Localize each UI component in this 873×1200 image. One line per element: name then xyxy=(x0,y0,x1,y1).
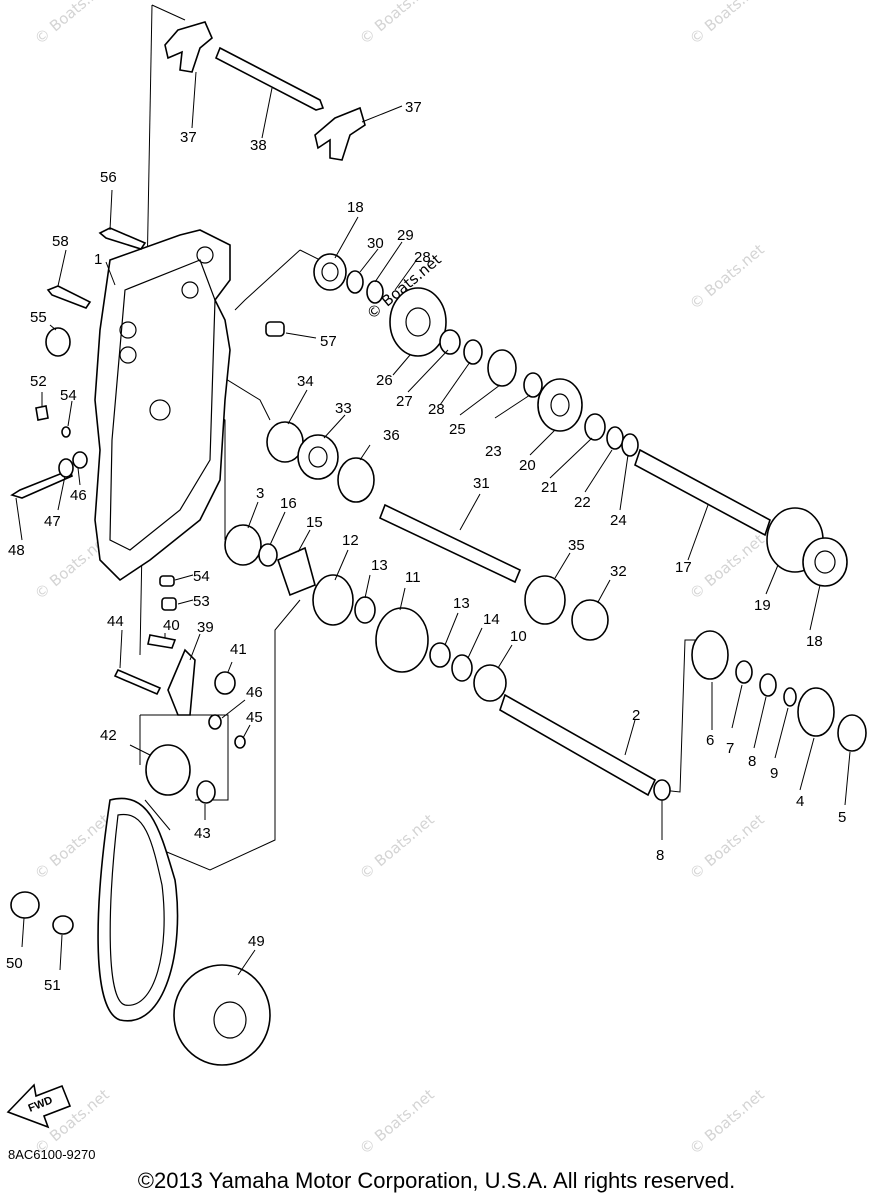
callout-15: 15 xyxy=(306,514,323,531)
callout-49: 49 xyxy=(248,933,265,950)
callout-47: 47 xyxy=(44,513,61,530)
watermark: © Boats.net xyxy=(686,240,768,313)
callout-42: 42 xyxy=(100,727,117,744)
gear-train xyxy=(224,253,867,801)
callout-37: 37 xyxy=(180,129,197,146)
watermark: © Boats.net xyxy=(686,0,768,48)
callout-53: 53 xyxy=(193,593,210,610)
watermark: © Boats.net xyxy=(356,810,438,883)
copyright-notice: ©2013 Yamaha Motor Corporation, U.S.A. A… xyxy=(137,1168,736,1193)
callout-12: 12 xyxy=(342,532,359,549)
callout-55: 55 xyxy=(30,309,47,326)
callout-7: 7 xyxy=(726,740,734,757)
callout-20: 20 xyxy=(519,457,536,474)
callout-51: 51 xyxy=(44,977,61,994)
callout-24: 24 xyxy=(610,512,627,529)
callout-29: 29 xyxy=(397,227,414,244)
callout-41: 41 xyxy=(230,641,247,658)
callout-54: 54 xyxy=(193,568,210,585)
callout-17: 17 xyxy=(675,559,692,576)
callout-54: 54 xyxy=(60,387,77,404)
callout-4: 4 xyxy=(796,793,804,810)
callout-32: 32 xyxy=(610,563,627,580)
callouts: 37 38 37 56 58 1 18 30 29 28 55 57 52 54… xyxy=(6,99,846,994)
callout-43: 43 xyxy=(194,825,211,842)
callout-46: 46 xyxy=(246,684,263,701)
callout-28: 28 xyxy=(428,401,445,418)
callout-25: 25 xyxy=(449,421,466,438)
callout-16: 16 xyxy=(280,495,297,512)
callout-45: 45 xyxy=(246,709,263,726)
callout-33: 33 xyxy=(335,400,352,417)
callout-19: 19 xyxy=(754,597,771,614)
diagram-code: 8AC6100-9270 xyxy=(8,1147,96,1162)
callout-5: 5 xyxy=(838,809,846,826)
shift-fork-shaft xyxy=(214,46,325,111)
callout-48: 48 xyxy=(8,542,25,559)
callout-10: 10 xyxy=(510,628,527,645)
callout-11: 11 xyxy=(405,569,421,586)
watermark: © Boats.net xyxy=(686,530,768,603)
watermark: © Boats.net xyxy=(686,810,768,883)
callout-1: 1 xyxy=(94,251,102,268)
callout-26: 26 xyxy=(376,372,393,389)
shift-fork-upper xyxy=(164,21,213,73)
callout-50: 50 xyxy=(6,955,23,972)
callout-13: 13 xyxy=(453,595,470,612)
callout-31: 31 xyxy=(473,475,490,492)
callout-8: 8 xyxy=(656,847,664,864)
callout-46: 46 xyxy=(70,487,87,504)
callout-34: 34 xyxy=(297,373,314,390)
watermark: © Boats.net xyxy=(356,1085,438,1158)
callout-52: 52 xyxy=(30,373,47,390)
watermark: © Boats.net xyxy=(356,0,438,48)
callout-2: 2 xyxy=(632,707,640,724)
callout-8: 8 xyxy=(748,753,756,770)
callout-58: 58 xyxy=(52,233,69,250)
callout-23: 23 xyxy=(485,443,502,460)
callout-18: 18 xyxy=(347,199,364,216)
lower-left-assembly xyxy=(10,575,271,1066)
callout-14: 14 xyxy=(483,611,500,628)
callout-21: 21 xyxy=(541,479,558,496)
callout-27: 27 xyxy=(396,393,413,410)
callout-9: 9 xyxy=(770,765,778,782)
watermark: © Boats.net xyxy=(31,0,113,48)
callout-30: 30 xyxy=(367,235,384,252)
watermark: © Boats.net xyxy=(686,1085,768,1158)
callout-3: 3 xyxy=(256,485,264,502)
callout-36: 36 xyxy=(383,427,400,444)
callout-18: 18 xyxy=(806,633,823,650)
callout-35: 35 xyxy=(568,537,585,554)
callout-13: 13 xyxy=(371,557,388,574)
crankcase-cover xyxy=(94,229,231,582)
callout-57: 57 xyxy=(320,333,337,350)
callout-56: 56 xyxy=(100,169,117,186)
callout-28: 28 xyxy=(414,249,431,266)
callout-40: 40 xyxy=(163,617,180,634)
callout-44: 44 xyxy=(107,613,124,630)
callout-22: 22 xyxy=(574,494,591,511)
shift-fork-lower xyxy=(314,106,366,161)
small-fasteners xyxy=(10,227,285,499)
callout-37: 37 xyxy=(405,99,422,116)
callout-38: 38 xyxy=(250,137,267,154)
leader-lines xyxy=(15,71,851,976)
callout-6: 6 xyxy=(706,732,714,749)
fwd-arrow-icon: FWD xyxy=(6,1083,72,1129)
callout-39: 39 xyxy=(197,619,214,636)
